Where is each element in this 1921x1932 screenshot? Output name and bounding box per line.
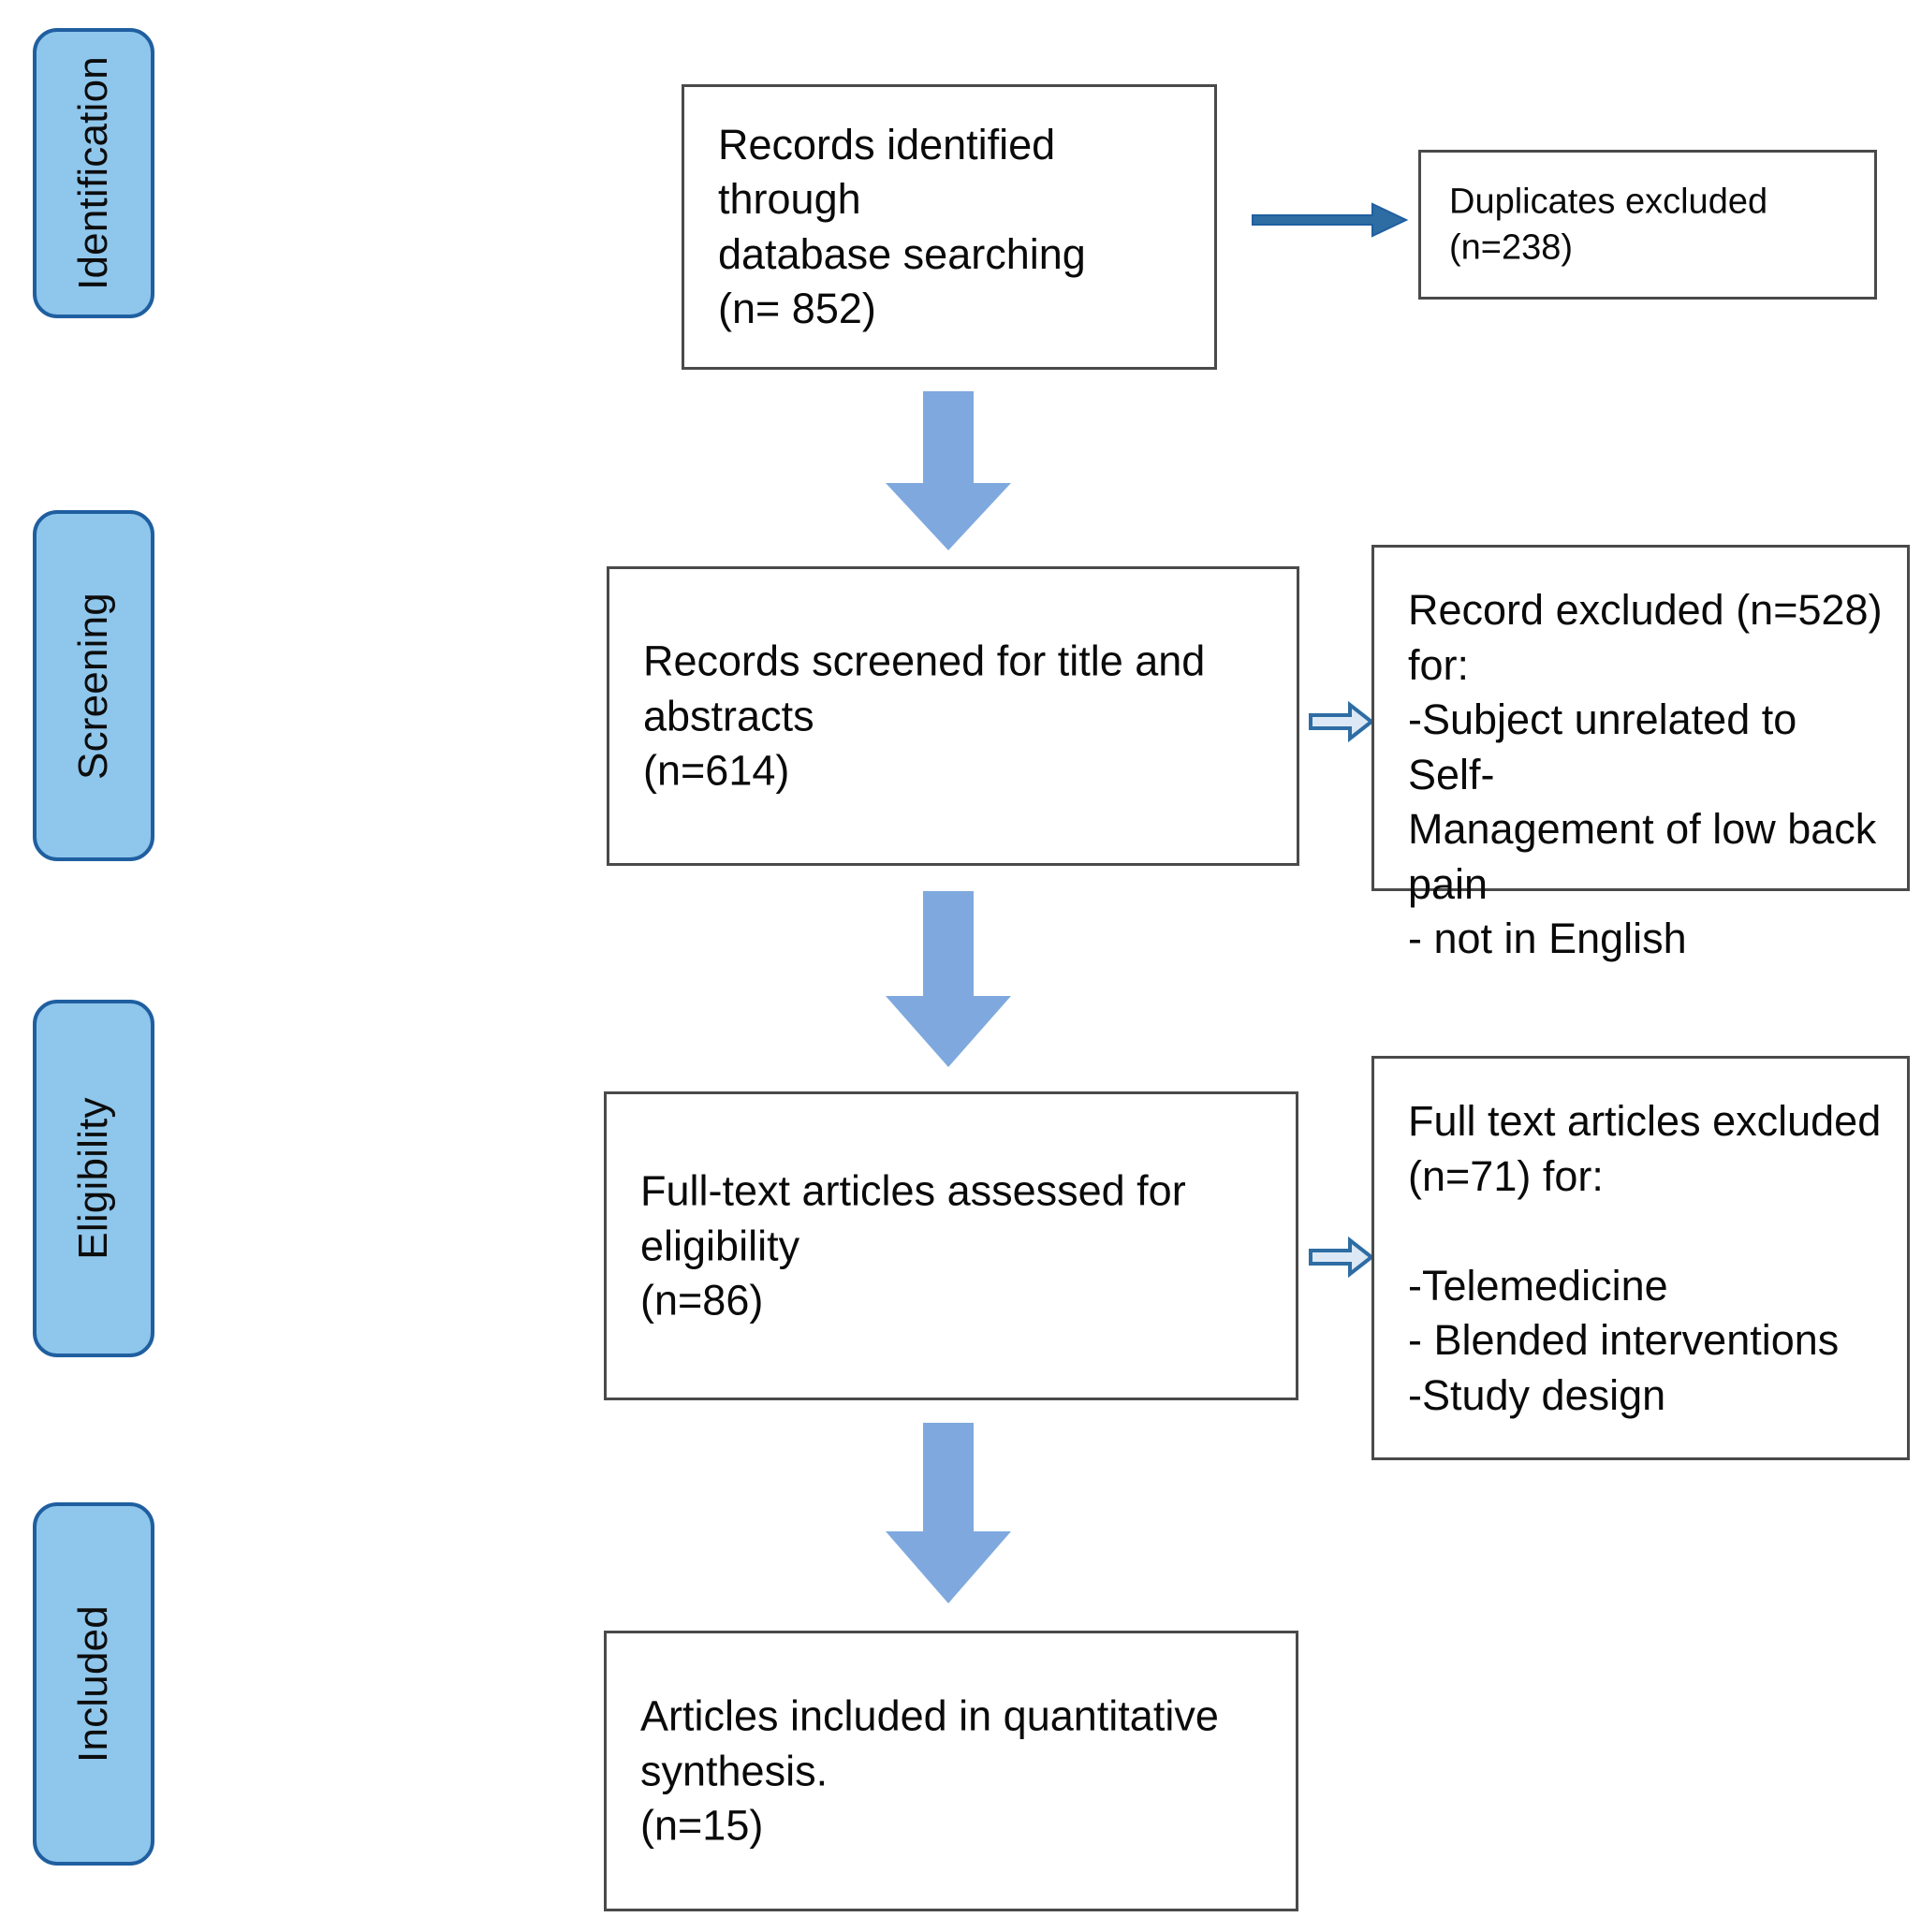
arrow-identified-to-duplicates: [1251, 198, 1410, 242]
box-records-identified-text: Records identified through database sear…: [718, 120, 1086, 333]
stage-tab-eligibility: Eligibility: [33, 1000, 154, 1357]
box-fulltext-excluded: Full text articles excluded (n=71) for: …: [1371, 1056, 1910, 1460]
arrow-screened-to-excluded: [1309, 700, 1374, 743]
box-fulltext-excluded-text: Full text articles excluded (n=71) for: …: [1408, 1097, 1882, 1419]
box-records-identified: Records identified through database sear…: [682, 84, 1217, 370]
box-articles-included-text: Articles included in quantitative synthe…: [640, 1691, 1219, 1850]
box-duplicates-excluded: Duplicates excluded (n=238): [1418, 150, 1877, 300]
arrow-fulltext-to-excluded: [1309, 1236, 1374, 1279]
stage-tab-included: Included: [33, 1502, 154, 1866]
box-records-screened-text: Records screened for title and abstracts…: [643, 637, 1206, 795]
arrow-identified-to-screened: [882, 391, 1015, 552]
box-records-excluded-text: Record excluded (n=528) for: -Subject un…: [1408, 586, 1883, 962]
box-fulltext-assessed-text: Full-text articles assessed for eligibil…: [640, 1166, 1186, 1325]
box-duplicates-excluded-text: Duplicates excluded (n=238): [1449, 182, 1768, 267]
stage-label-screening: Screening: [70, 592, 116, 780]
box-fulltext-assessed: Full-text articles assessed for eligibil…: [604, 1091, 1298, 1400]
stage-tab-identification: Identification: [33, 28, 154, 318]
box-articles-included: Articles included in quantitative synthe…: [604, 1631, 1298, 1911]
arrow-screened-to-fulltext: [882, 891, 1015, 1069]
stage-label-eligibility: Eligibility: [70, 1097, 116, 1260]
stage-label-identification: Identification: [70, 56, 116, 290]
stage-label-included: Included: [70, 1605, 116, 1763]
box-records-screened: Records screened for title and abstracts…: [607, 566, 1299, 866]
box-records-excluded: Record excluded (n=528) for: -Subject un…: [1371, 545, 1910, 962]
arrow-fulltext-to-included: [882, 1423, 1015, 1605]
stage-tab-screening: Screening: [33, 510, 154, 861]
